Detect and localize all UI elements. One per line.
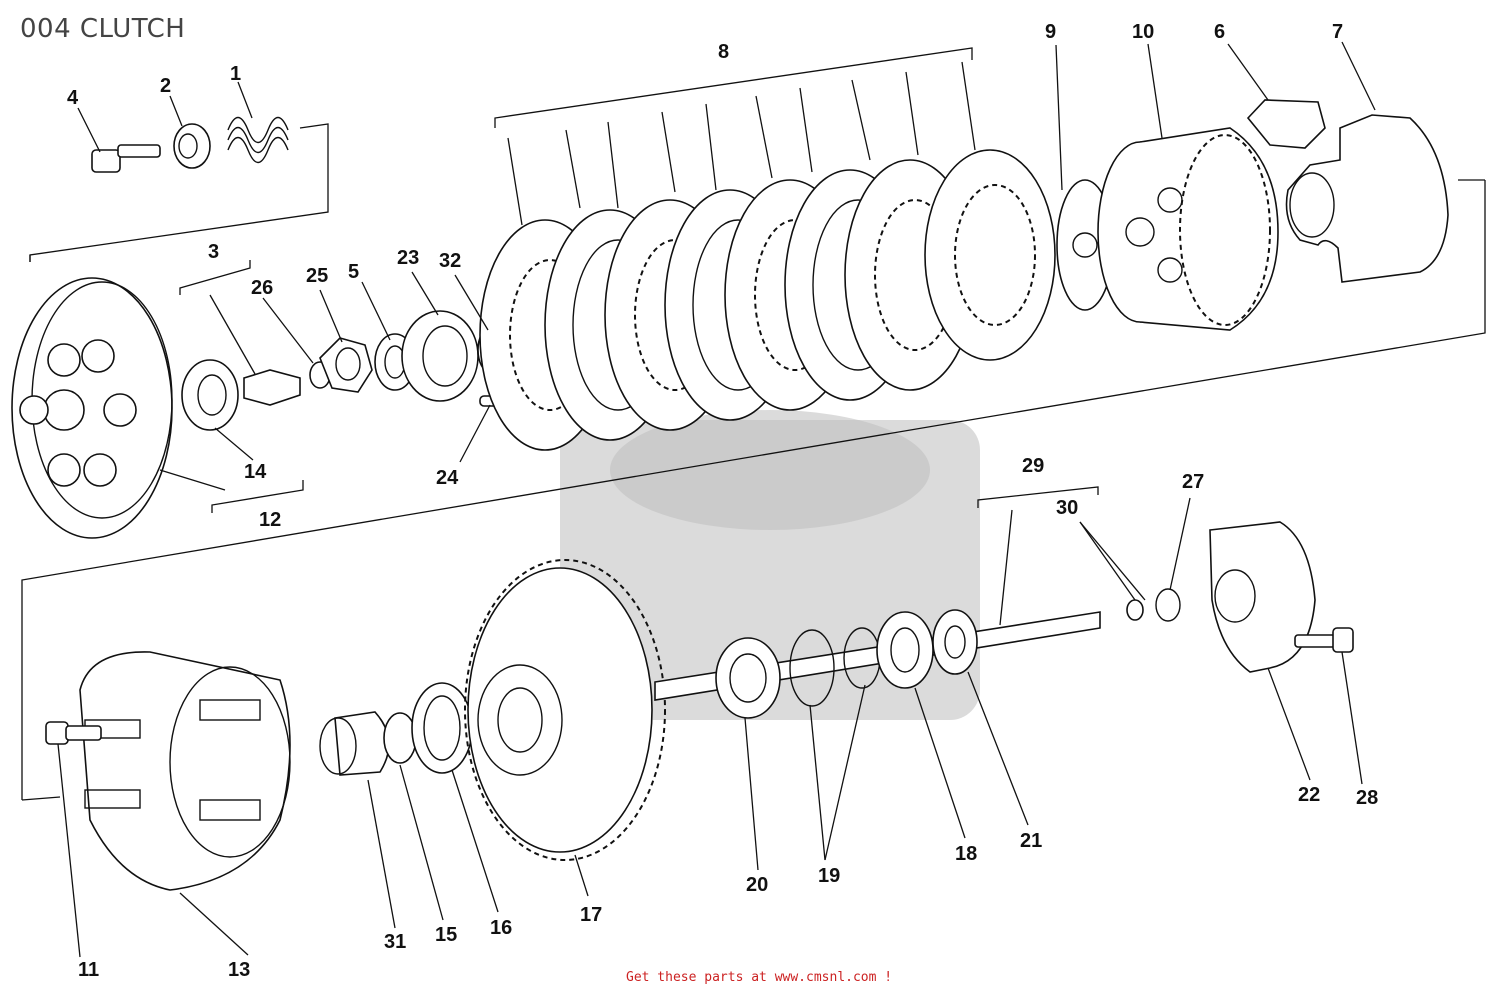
callout-32: 32 <box>439 250 461 272</box>
callout-3: 3 <box>208 241 219 263</box>
callout-1: 1 <box>230 63 241 85</box>
callout-4: 4 <box>67 87 79 109</box>
clutch-hub-10[interactable] <box>1097 127 1279 331</box>
callout-13: 13 <box>228 959 250 981</box>
brackets <box>179 260 1099 513</box>
callout-21: 21 <box>1020 830 1042 852</box>
callout-19: 19 <box>818 865 840 887</box>
housing-7[interactable] <box>1285 114 1449 283</box>
seal-30[interactable] <box>1126 599 1144 621</box>
circlip-27[interactable] <box>1155 588 1181 622</box>
leader-lines <box>57 41 1376 958</box>
spring-1[interactable] <box>227 116 289 164</box>
callout-23: 23 <box>397 247 419 269</box>
bearing-23[interactable] <box>401 310 479 402</box>
clutch-cover-plate[interactable] <box>11 277 173 539</box>
o-ring-15[interactable] <box>383 712 417 764</box>
callout-11: 11 <box>78 959 99 981</box>
pushrod-bushing-3[interactable] <box>243 369 301 406</box>
callout-25: 25 <box>306 265 328 287</box>
callout-5: 5 <box>348 261 359 283</box>
clutch-drum-13[interactable] <box>79 651 291 891</box>
callout-17: 17 <box>580 904 602 926</box>
bolt-28[interactable] <box>1294 627 1354 653</box>
callout-22: 22 <box>1298 784 1320 806</box>
slave-cylinder-22[interactable] <box>1209 521 1316 673</box>
footer-link[interactable]: Get these parts at www.cmsnl.com ! <box>626 970 893 985</box>
callout-9: 9 <box>1045 21 1056 43</box>
bearing-21[interactable] <box>932 609 978 675</box>
callout-18: 18 <box>955 843 977 865</box>
callout-30: 30 <box>1056 497 1078 519</box>
bearing-16[interactable] <box>411 682 473 774</box>
callout-16: 16 <box>490 917 512 939</box>
callout-7: 7 <box>1332 21 1343 43</box>
callout-20: 20 <box>746 874 768 896</box>
callout-28: 28 <box>1356 787 1378 809</box>
assembly-frame <box>21 123 1486 801</box>
callout-8: 8 <box>718 41 729 63</box>
screw-4[interactable] <box>91 144 161 173</box>
callout-6: 6 <box>1214 21 1225 43</box>
callout-12: 12 <box>259 509 281 531</box>
callout-26: 26 <box>251 277 273 299</box>
bearing-14[interactable] <box>181 359 239 431</box>
callout-29: 29 <box>1022 455 1044 477</box>
page-title: 004 CLUTCH <box>20 14 186 44</box>
clutch-plate-pack-8[interactable] <box>479 47 1056 451</box>
callout-31: 31 <box>384 931 406 953</box>
callout-14: 14 <box>244 461 267 483</box>
bearing-18[interactable] <box>876 611 934 689</box>
callout-labels: 1 2 3 4 5 6 7 8 9 10 11 12 13 14 15 16 1… <box>67 21 1378 981</box>
callout-2: 2 <box>160 75 171 97</box>
pad-6[interactable] <box>1246 99 1326 149</box>
callout-10: 10 <box>1132 21 1154 43</box>
bolt-11[interactable] <box>45 721 102 745</box>
callout-15: 15 <box>435 924 457 946</box>
callout-24: 24 <box>436 467 459 489</box>
primary-gear-17[interactable] <box>464 559 666 861</box>
cup-2[interactable] <box>173 123 211 169</box>
callout-27: 27 <box>1182 471 1204 493</box>
spacer-31[interactable] <box>319 711 390 776</box>
bearing-20[interactable] <box>715 637 781 719</box>
